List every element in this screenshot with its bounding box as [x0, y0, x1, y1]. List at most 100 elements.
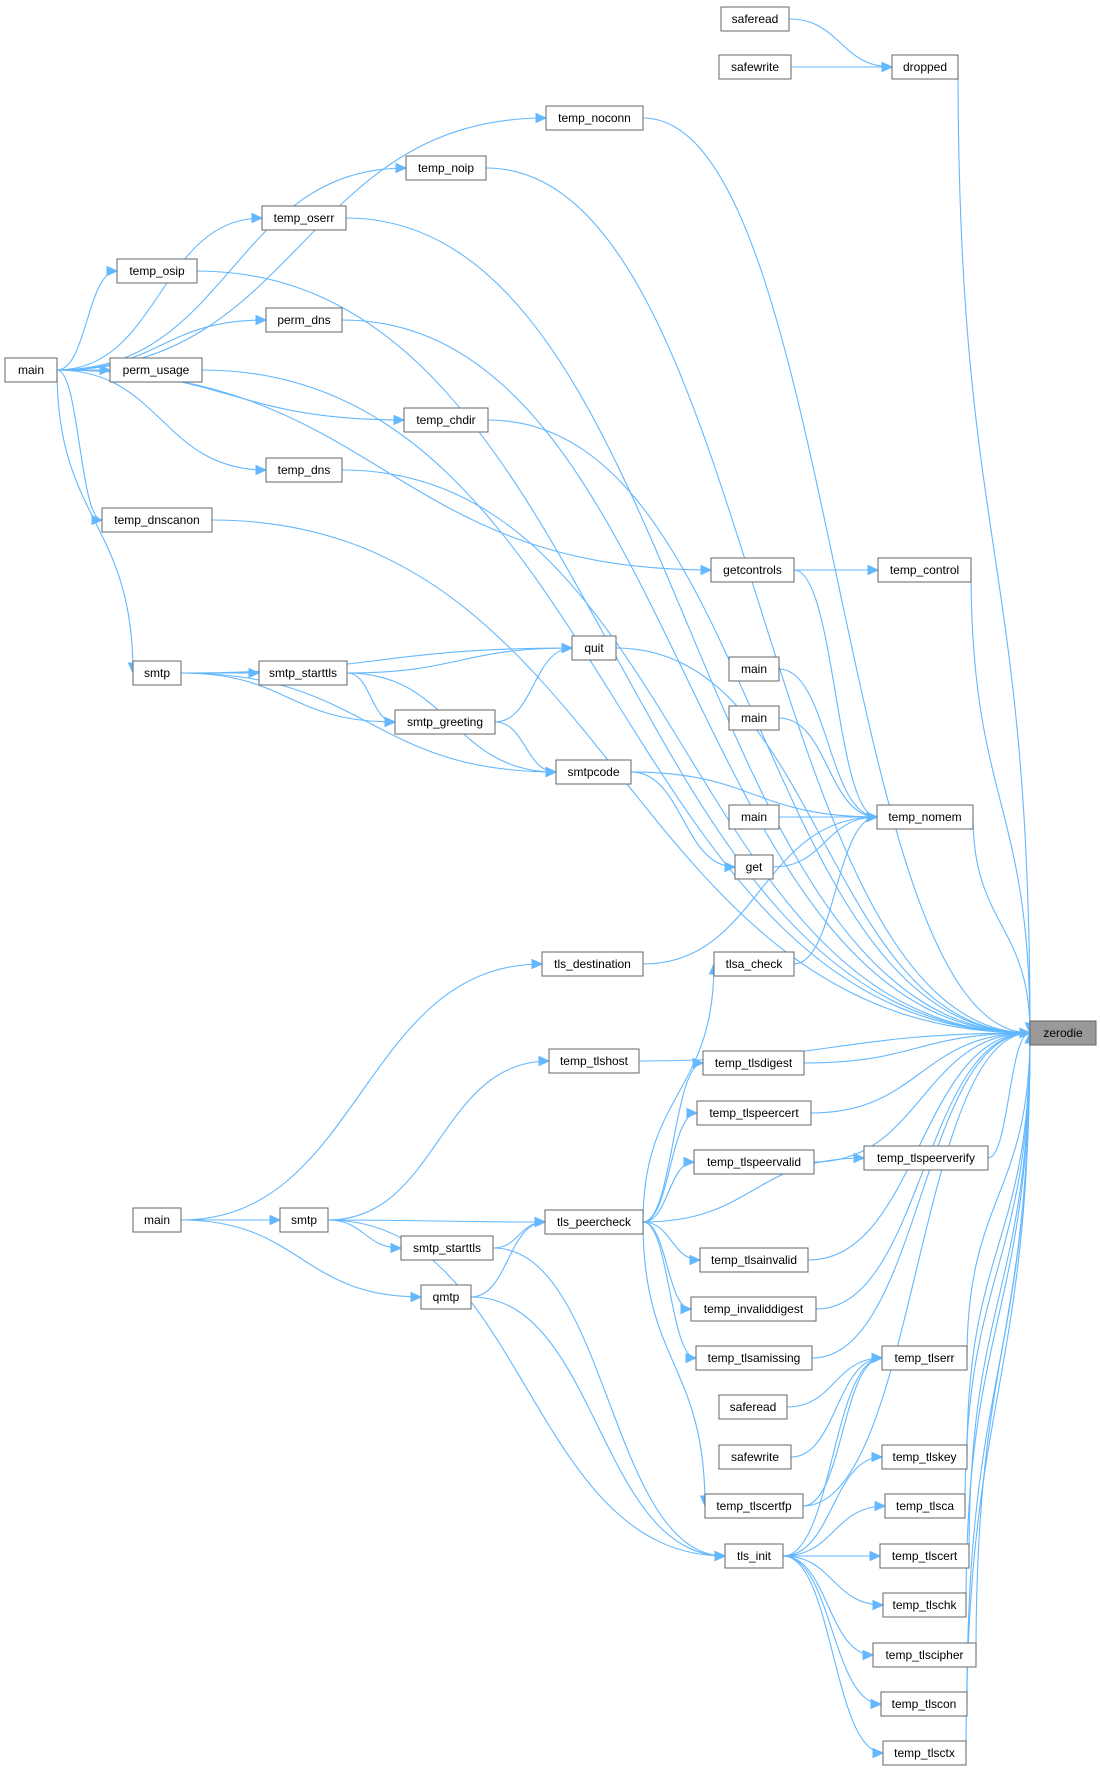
node-tls-destination[interactable]: tls_destination	[541, 951, 644, 977]
arrowhead	[395, 162, 408, 174]
node-tls-init[interactable]: tls_init	[724, 1543, 784, 1569]
node-temp-tlsdigest[interactable]: temp_tlsdigest	[702, 1050, 805, 1076]
node-saferead-a[interactable]: saferead	[720, 6, 790, 32]
node-main-d[interactable]: main	[728, 804, 780, 830]
node-box	[265, 307, 343, 333]
node-temp-tlscertfp[interactable]: temp_tlscertfp	[704, 1493, 804, 1519]
edge-dropped-to-zerodie	[957, 66, 1031, 1034]
node-temp-tlshost[interactable]: temp_tlshost	[548, 1048, 640, 1074]
edge-main-a-to-temp-dnscanon	[56, 369, 103, 521]
node-main-e[interactable]: main	[132, 1207, 182, 1233]
arrowhead	[534, 1216, 547, 1228]
node-smtp-b[interactable]: smtp	[279, 1207, 329, 1233]
node-label: dropped	[903, 60, 947, 74]
node-getcontrols[interactable]: getcontrols	[710, 557, 795, 583]
node-saferead-b[interactable]: saferead	[718, 1394, 788, 1420]
arrowhead	[685, 1352, 698, 1364]
node-temp-tlskey[interactable]: temp_tlskey	[881, 1444, 968, 1470]
node-smtp-starttls-a[interactable]: smtp_starttls	[258, 660, 348, 686]
node-perm-usage[interactable]: perm_usage	[109, 357, 203, 383]
node-temp-tlscert[interactable]: temp_tlscert	[879, 1543, 970, 1569]
node-temp-dnscanon[interactable]: temp_dnscanon	[101, 507, 213, 533]
edge-smtpcode-to-temp-nomem	[630, 771, 878, 818]
arrowhead	[384, 716, 397, 728]
node-tlsa-check[interactable]: tlsa_check	[713, 951, 795, 977]
node-temp-tlsca[interactable]: temp_tlsca	[884, 1493, 966, 1519]
arrowhead	[714, 1550, 727, 1562]
node-box	[1029, 1020, 1097, 1046]
node-temp-tlserr[interactable]: temp_tlserr	[881, 1345, 968, 1371]
node-perm-dns[interactable]: perm_dns	[265, 307, 343, 333]
node-label: temp_tlserr	[894, 1351, 954, 1365]
node-safewrite-a[interactable]: safewrite	[718, 54, 792, 80]
node-label: tls_peercheck	[557, 1215, 632, 1229]
edge-tls-peercheck-to-temp-tlsdigest	[642, 1062, 704, 1223]
node-quit[interactable]: quit	[571, 635, 617, 661]
node-temp-tlspeercert[interactable]: temp_tlspeercert	[696, 1100, 812, 1126]
edge-perm-dns-to-zerodie	[341, 319, 1031, 1034]
node-box	[699, 1247, 809, 1273]
node-smtp-a[interactable]: smtp	[132, 660, 182, 686]
node-box	[882, 1740, 967, 1766]
node-box	[571, 635, 617, 661]
node-temp-tlsainvalid[interactable]: temp_tlsainvalid	[699, 1247, 809, 1273]
node-box	[555, 759, 632, 785]
edge-main-a-to-perm-dns	[56, 319, 267, 371]
arrowhead	[862, 1649, 875, 1661]
node-temp-nomem[interactable]: temp_nomem	[876, 804, 974, 830]
node-box	[884, 1493, 966, 1519]
edge-temp-dns-to-zerodie	[341, 469, 1031, 1034]
node-temp-noip[interactable]: temp_noip	[405, 155, 487, 181]
node-dropped[interactable]: dropped	[891, 54, 959, 80]
edge-smtp-a-to-smtpcode	[180, 672, 557, 773]
node-label: temp_tlsainvalid	[711, 1253, 797, 1267]
node-temp-osip[interactable]: temp_osip	[116, 258, 198, 284]
node-temp-tlscon[interactable]: temp_tlscon	[880, 1691, 968, 1717]
node-temp-tlspeervalid[interactable]: temp_tlspeervalid	[693, 1149, 815, 1175]
node-box	[877, 557, 972, 583]
node-box	[718, 54, 792, 80]
node-temp-invaliddigest[interactable]: temp_invaliddigest	[690, 1296, 817, 1322]
edge-tls-peercheck-to-tlsa-check	[642, 963, 715, 1223]
node-box	[258, 660, 348, 686]
arrowhead	[106, 265, 119, 277]
node-main-a[interactable]: main	[4, 357, 58, 383]
node-tls-peercheck[interactable]: tls_peercheck	[544, 1209, 644, 1235]
node-label: saferead	[730, 1400, 777, 1414]
node-temp-dns[interactable]: temp_dns	[265, 457, 343, 483]
edge-get-to-temp-nomem	[772, 816, 878, 868]
arrowhead	[870, 1698, 883, 1710]
node-temp-tlspeerverify[interactable]: temp_tlspeerverify	[863, 1145, 989, 1171]
arrowhead	[866, 811, 879, 823]
node-temp-noconn[interactable]: temp_noconn	[545, 105, 644, 131]
node-temp-tlsamissing[interactable]: temp_tlsamissing	[695, 1345, 813, 1371]
node-main-b[interactable]: main	[728, 656, 780, 682]
node-smtpcode[interactable]: smtpcode	[555, 759, 632, 785]
node-safewrite-b[interactable]: safewrite	[718, 1444, 792, 1470]
node-temp-tlsctx[interactable]: temp_tlsctx	[882, 1740, 967, 1766]
node-qmtp[interactable]: qmtp	[420, 1284, 472, 1310]
node-label: zerodie	[1043, 1026, 1083, 1040]
node-label: smtp	[144, 666, 170, 680]
edge-smtp-a-to-smtp-greeting	[180, 672, 396, 723]
node-main-c[interactable]: main	[728, 705, 780, 731]
node-temp-control[interactable]: temp_control	[877, 557, 972, 583]
edge-tls-peercheck-to-temp-tlscertfp	[642, 1221, 706, 1507]
edge-temp-tlschk-to-zerodie	[965, 1032, 1031, 1606]
node-temp-chdir[interactable]: temp_chdir	[403, 407, 489, 433]
edge-temp-tlscertfp-to-temp-tlserr	[802, 1357, 883, 1507]
arrowhead	[680, 1303, 693, 1315]
node-temp-tlscipher[interactable]: temp_tlscipher	[872, 1642, 977, 1668]
node-smtp-greeting[interactable]: smtp_greeting	[394, 709, 496, 735]
arrowhead	[872, 1747, 885, 1759]
node-temp-tlschk[interactable]: temp_tlschk	[882, 1592, 967, 1618]
node-get[interactable]: get	[734, 854, 774, 880]
node-zerodie[interactable]: zerodie	[1029, 1020, 1097, 1046]
node-box	[863, 1145, 989, 1171]
edge-temp-control-to-zerodie	[970, 569, 1031, 1034]
edge-tls-init-to-temp-tlserr	[782, 1357, 883, 1557]
node-temp-oserr[interactable]: temp_oserr	[261, 205, 347, 231]
node-smtp-starttls-b[interactable]: smtp_starttls	[400, 1235, 494, 1261]
edge-tls-destination-to-temp-nomem	[642, 816, 878, 965]
